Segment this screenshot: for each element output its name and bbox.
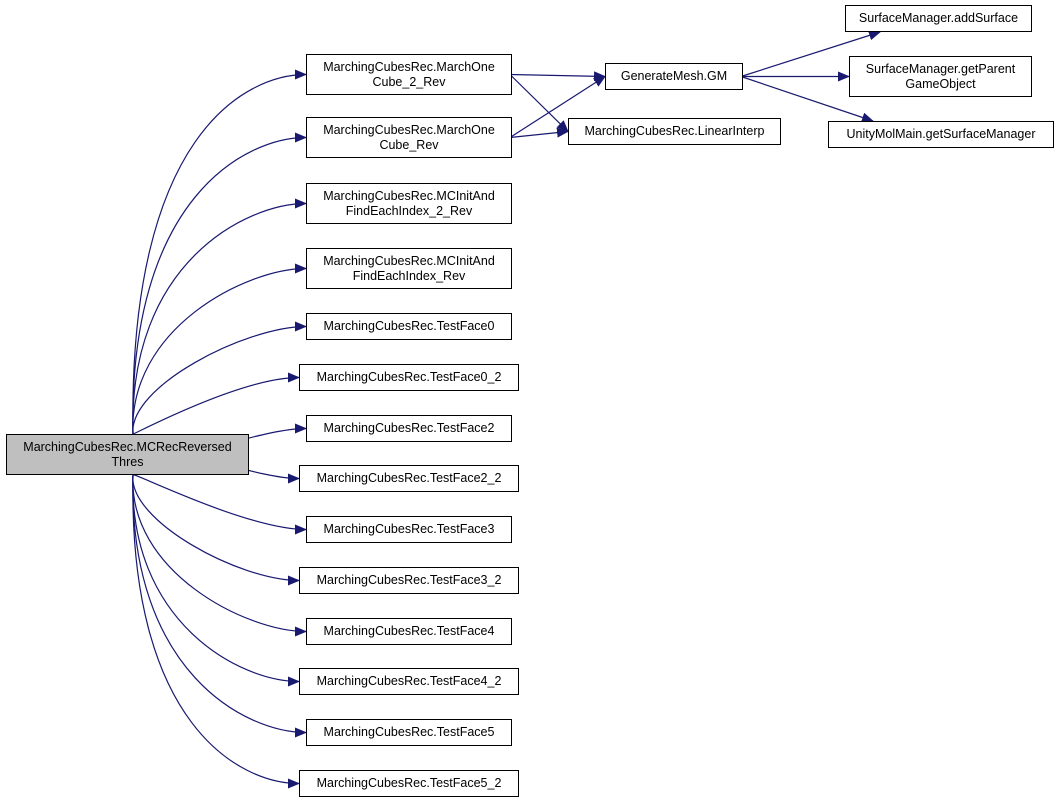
node-label-line1: SurfaceManager.getParent	[865, 61, 1016, 76]
node-label-line1: MarchingCubesRec.MarchOne	[323, 122, 495, 137]
edge-mcrec-to-march1	[132, 132, 307, 435]
edge-mcrec-to-mcinit1	[132, 263, 307, 435]
node-label: SurfaceManager.addSurface	[858, 11, 1019, 25]
node-unity-mol-main-get-surface-manager[interactable]: UnityMolMain.getSurfaceManager	[828, 121, 1054, 148]
edge-march2-to-genmesh	[509, 71, 606, 82]
edge-mcrec-to-tf0	[132, 321, 307, 435]
node-linear-interp[interactable]: MarchingCubesRec.LinearInterp	[568, 118, 781, 145]
edge-mcrec-to-tf0_2	[132, 372, 300, 435]
node-test-face5-2[interactable]: MarchingCubesRec.TestFace5_2	[299, 770, 519, 797]
edge-genmesh-to-addsurf	[740, 30, 881, 78]
node-label: MarchingCubesRec.TestFace4_2	[316, 674, 502, 688]
edge-mcrec-to-tf5	[132, 474, 307, 738]
edge-march1-to-genmesh	[509, 75, 606, 139]
node-label-line2: Cube_2_Rev	[372, 74, 446, 89]
node-label-line2: Thres	[111, 454, 144, 469]
node-label: MarchingCubesRec.TestFace5	[323, 725, 495, 739]
node-label: MarchingCubesRec.LinearInterp	[584, 124, 765, 138]
edge-march2-to-linterp	[509, 74, 569, 133]
edge-mcrec-to-tf4_2	[132, 474, 300, 687]
node-test-face4-2[interactable]: MarchingCubesRec.TestFace4_2	[299, 668, 519, 695]
node-label: MarchingCubesRec.TestFace3_2	[316, 573, 502, 587]
edge-march1-to-linterp	[509, 127, 569, 139]
node-label-line1: MarchingCubesRec.MCInitAnd	[323, 253, 495, 268]
node-label-line2: Cube_Rev	[379, 137, 439, 152]
edge-layer	[132, 30, 881, 789]
edge-genmesh-to-getsurfmgr	[740, 75, 874, 123]
node-test-face3[interactable]: MarchingCubesRec.TestFace3	[306, 516, 512, 543]
edge-mcrec-to-tf5_2	[132, 474, 300, 789]
node-test-face3-2[interactable]: MarchingCubesRec.TestFace3_2	[299, 567, 519, 594]
edge-mcrec-to-tf3	[132, 474, 307, 535]
node-label-line1: MarchingCubesRec.MarchOne	[323, 59, 495, 74]
node-test-face2-2[interactable]: MarchingCubesRec.TestFace2_2	[299, 465, 519, 492]
node-test-face0-2[interactable]: MarchingCubesRec.TestFace0_2	[299, 364, 519, 391]
node-label: UnityMolMain.getSurfaceManager	[846, 127, 1036, 141]
edge-mcrec-to-tf4	[132, 474, 307, 637]
node-test-face2[interactable]: MarchingCubesRec.TestFace2	[306, 415, 512, 442]
edge-mcrec-to-march2	[132, 69, 307, 435]
node-test-face0[interactable]: MarchingCubesRec.TestFace0	[306, 313, 512, 340]
node-label-line1: MarchingCubesRec.MCRecReversed	[23, 439, 232, 454]
node-label: GenerateMesh.GM	[620, 69, 728, 83]
node-label: MarchingCubesRec.TestFace3	[323, 522, 495, 536]
node-label-line2: GameObject	[905, 76, 976, 91]
node-label-line1: MarchingCubesRec.MCInitAnd	[323, 188, 495, 203]
node-generate-mesh-gm[interactable]: GenerateMesh.GM	[605, 63, 743, 90]
node-test-face4[interactable]: MarchingCubesRec.TestFace4	[306, 618, 512, 645]
node-test-face5[interactable]: MarchingCubesRec.TestFace5	[306, 719, 512, 746]
edge-mcrec-to-tf3_2	[132, 474, 300, 586]
node-label: MarchingCubesRec.TestFace4	[323, 624, 495, 638]
edge-mcrec-to-mcinit2	[132, 198, 307, 435]
node-label-line2: FindEachIndex_Rev	[352, 268, 466, 283]
node-label: MarchingCubesRec.TestFace2	[323, 421, 495, 435]
node-label: MarchingCubesRec.TestFace5_2	[316, 776, 502, 790]
node-surface-manager-add-surface[interactable]: SurfaceManager.addSurface	[845, 5, 1032, 32]
node-label: MarchingCubesRec.TestFace2_2	[316, 471, 502, 485]
node-label-line2: FindEachIndex_2_Rev	[345, 203, 473, 218]
node-label: MarchingCubesRec.TestFace0	[323, 319, 495, 333]
node-label: MarchingCubesRec.TestFace0_2	[316, 370, 502, 384]
